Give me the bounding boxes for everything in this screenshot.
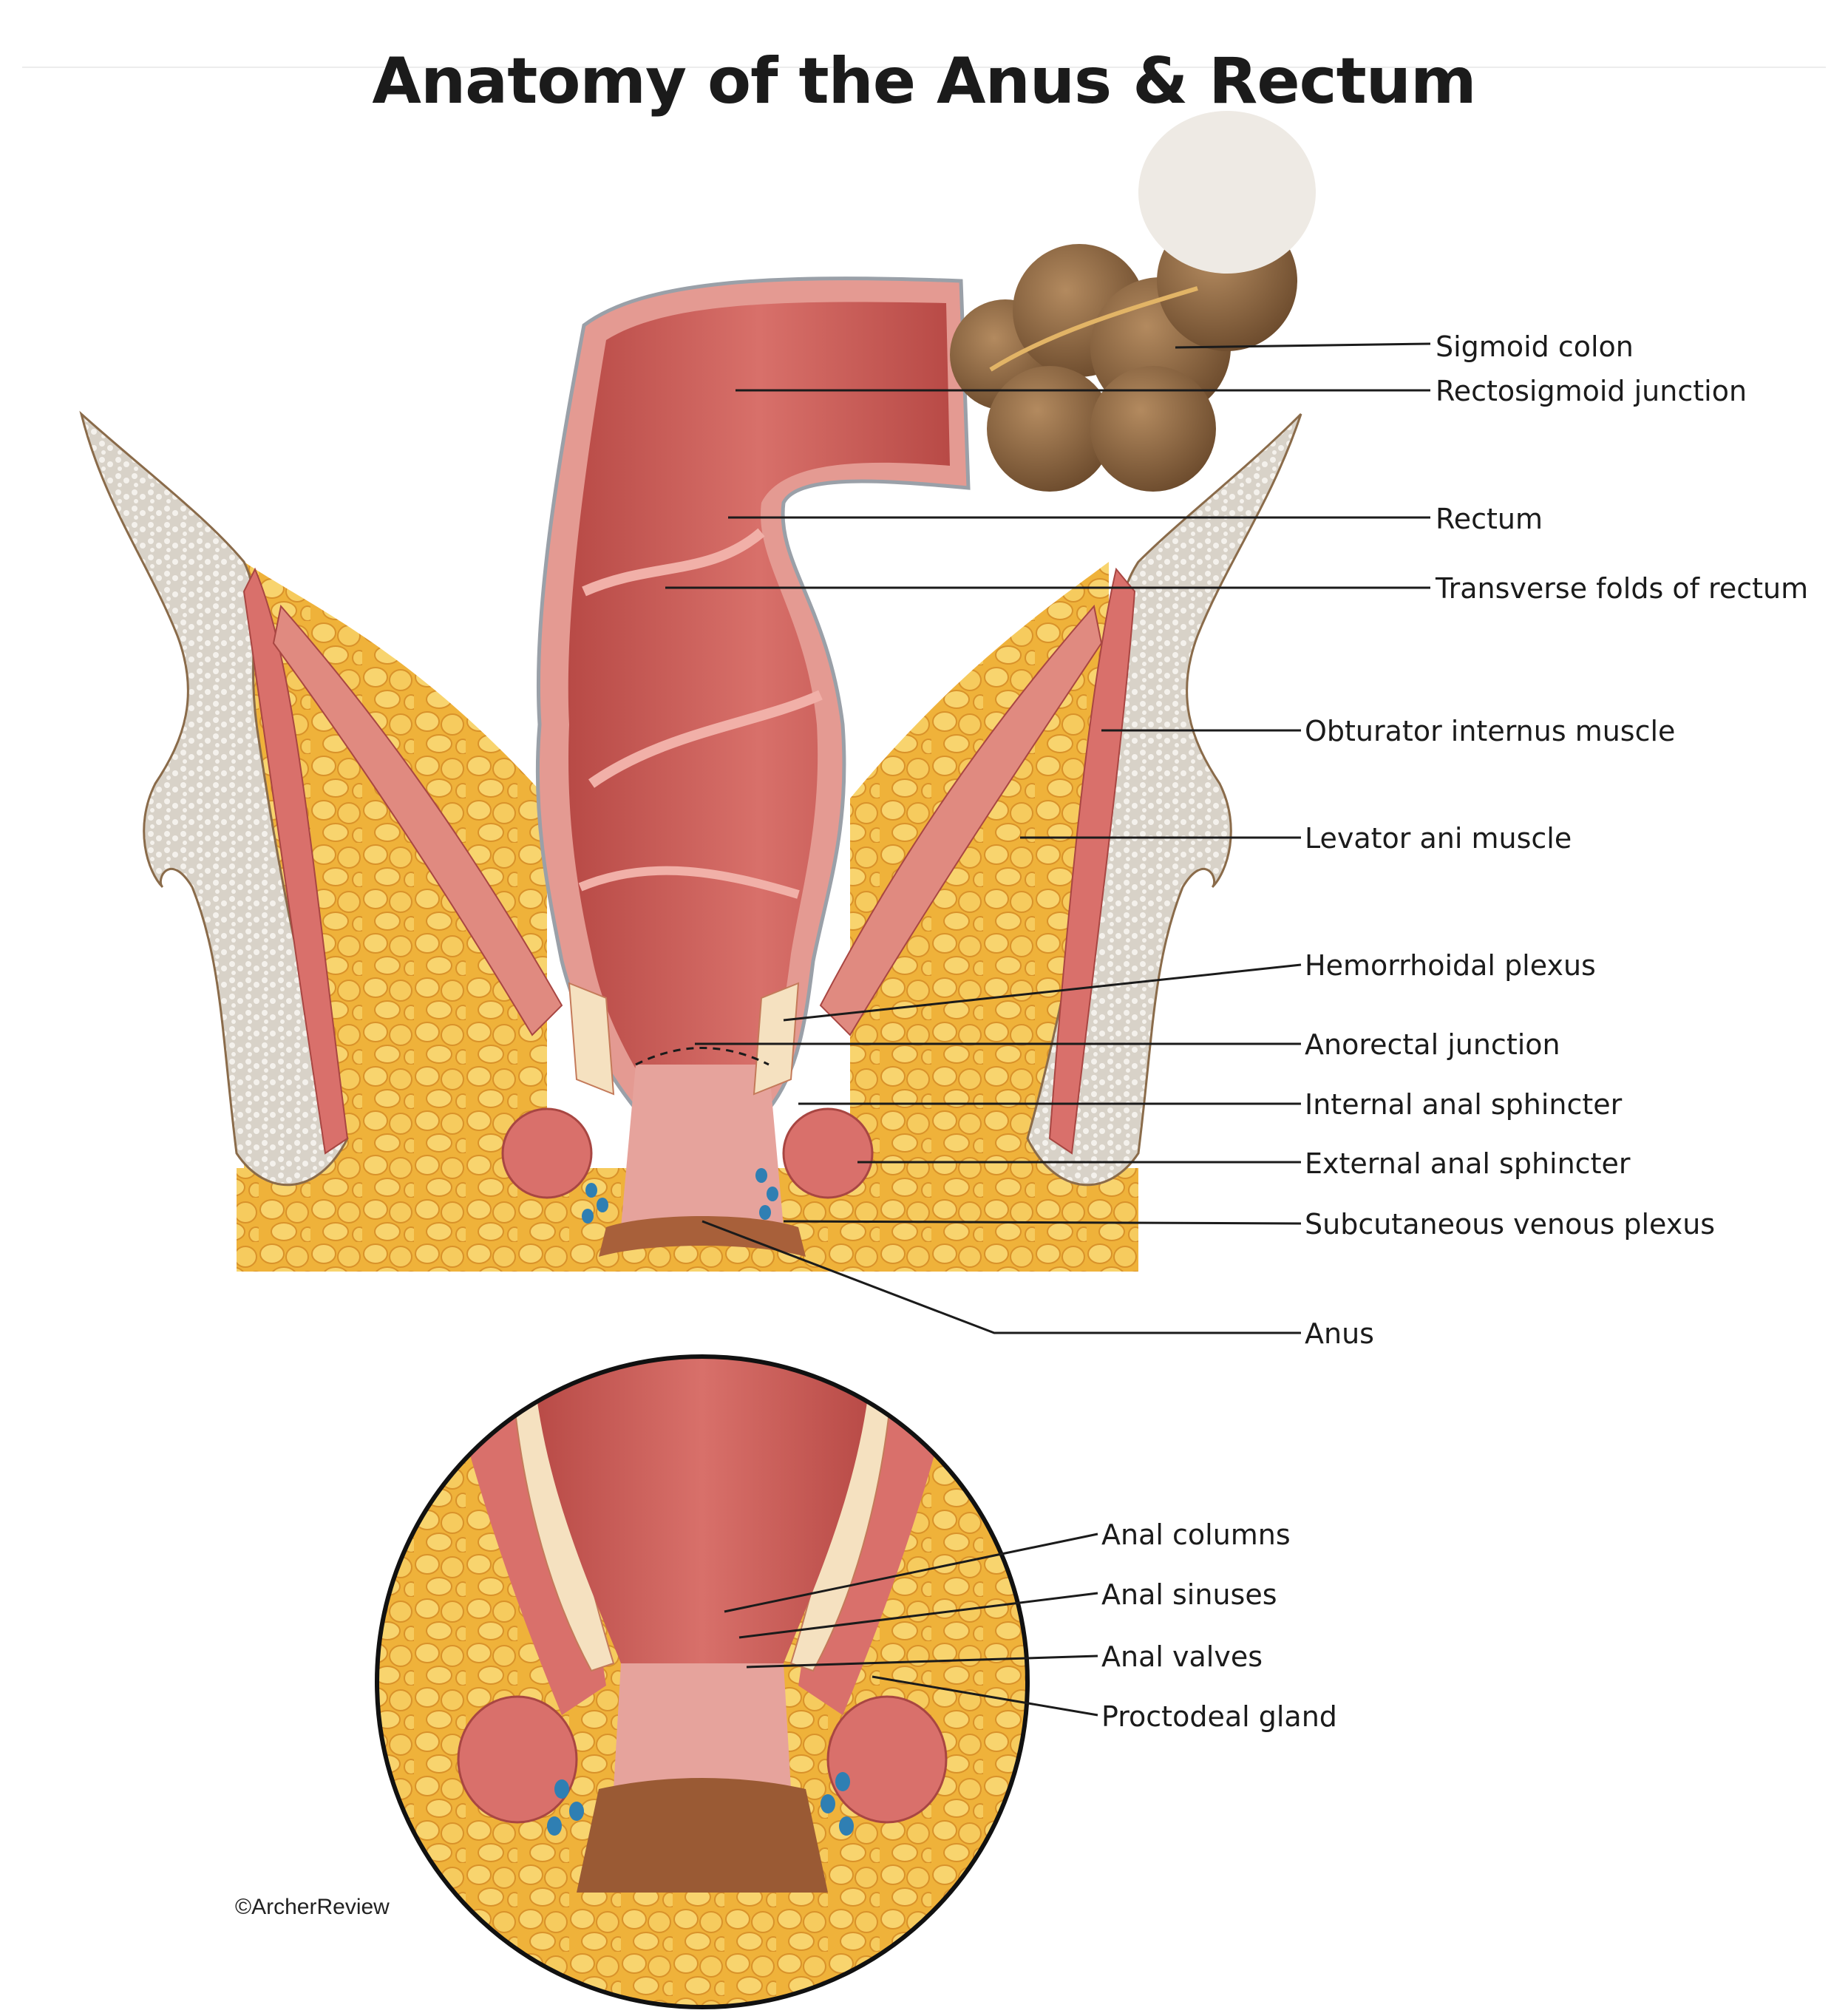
hemorrhoidal-plexus-left	[569, 983, 614, 1094]
label-anal-valves: Anal valves	[1101, 1643, 1263, 1671]
hemorrhoidal-plexus-right	[754, 983, 798, 1094]
label-transverse-folds: Transverse folds of rectum	[1436, 574, 1808, 603]
label-rectosigmoid-junction: Rectosigmoid junction	[1436, 377, 1747, 405]
label-anus: Anus	[1305, 1320, 1374, 1348]
sigmoid-colon-segments	[950, 111, 1316, 492]
copyright-notice: ©ArcherReview	[235, 1895, 390, 1920]
external-sphincter-right	[784, 1109, 872, 1198]
label-levator-ani: Levator ani muscle	[1305, 824, 1572, 852]
label-anal-sinuses: Anal sinuses	[1101, 1581, 1277, 1609]
external-sphincter-left	[503, 1109, 591, 1198]
label-proctodeal-gland: Proctodeal gland	[1101, 1703, 1337, 1731]
label-internal-anal-sphincter: Internal anal sphincter	[1305, 1090, 1622, 1119]
label-anal-columns: Anal columns	[1101, 1521, 1291, 1549]
label-anorectal-junction: Anorectal junction	[1305, 1031, 1560, 1059]
label-obturator-internus: Obturator internus muscle	[1305, 717, 1675, 745]
label-external-anal-sphincter: External anal sphincter	[1305, 1150, 1630, 1178]
label-hemorrhoidal-plexus: Hemorrhoidal plexus	[1305, 951, 1596, 980]
label-sigmoid-colon: Sigmoid colon	[1436, 333, 1634, 361]
label-subcutaneous-venous-plexus: Subcutaneous venous plexus	[1305, 1210, 1715, 1238]
label-rectum: Rectum	[1436, 505, 1543, 533]
